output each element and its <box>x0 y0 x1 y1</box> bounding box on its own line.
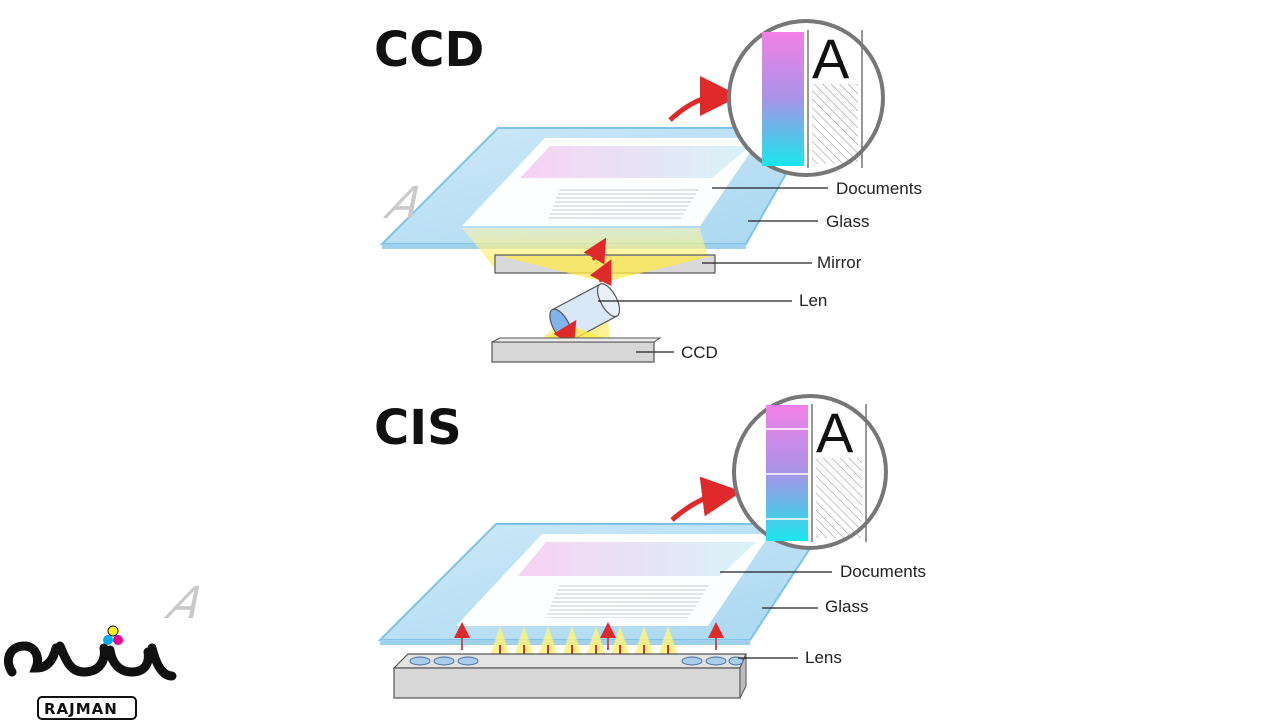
ccd-label-glass: Glass <box>826 212 869 231</box>
ccd-zoom-letter: A <box>812 27 850 90</box>
cis-lens-array <box>392 653 747 699</box>
cis-label-documents: Documents <box>840 562 926 581</box>
ccd-zoom-arrow <box>668 76 740 122</box>
ccd-mirror <box>494 254 716 282</box>
rajman-logo: RAJMAN <box>4 625 177 720</box>
cis-label-lens: Lens <box>805 648 842 667</box>
cis-section: CIS A <box>157 394 926 699</box>
cis-zoom-arrow <box>670 476 742 522</box>
ccd-title: CCD <box>374 22 484 78</box>
ccd-label-len: Len <box>799 291 827 310</box>
ccd-label-sensor: CCD <box>681 343 718 362</box>
rajman-logo-text: RAJMAN <box>44 700 118 718</box>
ccd-reflect-arrow <box>583 237 607 265</box>
ccd-sensor-bar <box>491 337 662 363</box>
ccd-document: A <box>376 138 760 229</box>
ccd-lens <box>540 282 621 347</box>
ccd-section: CCD A <box>374 19 922 363</box>
ccd-label-mirror: Mirror <box>817 253 862 272</box>
cis-document-letter: A <box>157 578 217 629</box>
cis-zoom-circle: A <box>732 394 888 550</box>
cis-document: A <box>157 534 770 629</box>
ccd-zoom-circle: A <box>727 19 885 177</box>
cis-title: CIS <box>374 400 462 456</box>
cis-zoom-letter: A <box>816 401 854 464</box>
ccd-beam-arrow <box>589 259 612 287</box>
cis-label-glass: Glass <box>825 597 868 616</box>
ccd-label-documents: Documents <box>836 179 922 198</box>
